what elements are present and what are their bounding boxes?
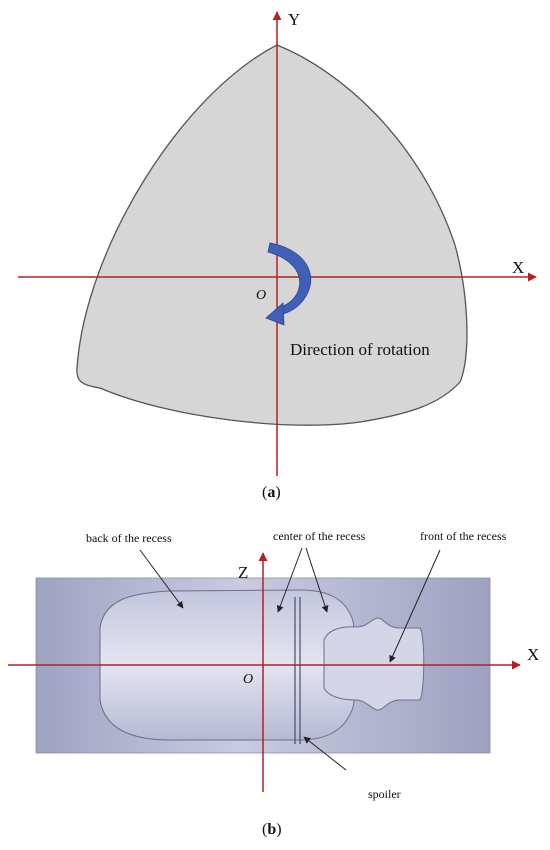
callout-spoiler-label: spoiler xyxy=(368,787,401,801)
reuleaux-shape xyxy=(76,44,468,426)
caption-b: (b) xyxy=(262,821,282,838)
panel-a: Y X O Direction of rotation (a) xyxy=(18,10,537,501)
caption-a: (a) xyxy=(262,484,281,501)
recess-front-pocket xyxy=(323,617,425,711)
z-axis-label-b: Z xyxy=(238,563,248,582)
callout-front-label: front of the recess xyxy=(420,529,507,543)
y-axis-label-a: Y xyxy=(288,10,300,29)
callout-front-arrow xyxy=(389,549,441,663)
callout-center-label: center of the recess xyxy=(273,529,366,543)
callout-back-arrow xyxy=(139,549,184,609)
rotation-arrow-icon xyxy=(265,242,312,326)
callout-center-arrow-2 xyxy=(305,547,329,613)
callout-spoiler-arrow xyxy=(303,736,347,771)
origin-label-a: O xyxy=(256,288,266,303)
rotation-label: Direction of rotation xyxy=(290,340,430,359)
x-axis-label-a: X xyxy=(512,258,524,277)
origin-label-b: O xyxy=(243,672,253,687)
x-axis-label-b: X xyxy=(527,645,539,664)
callout-back-label: back of the recess xyxy=(86,531,172,545)
panel-b: Z X O back of the recess center of the r… xyxy=(8,529,539,838)
callout-center-arrow-1 xyxy=(276,547,303,613)
